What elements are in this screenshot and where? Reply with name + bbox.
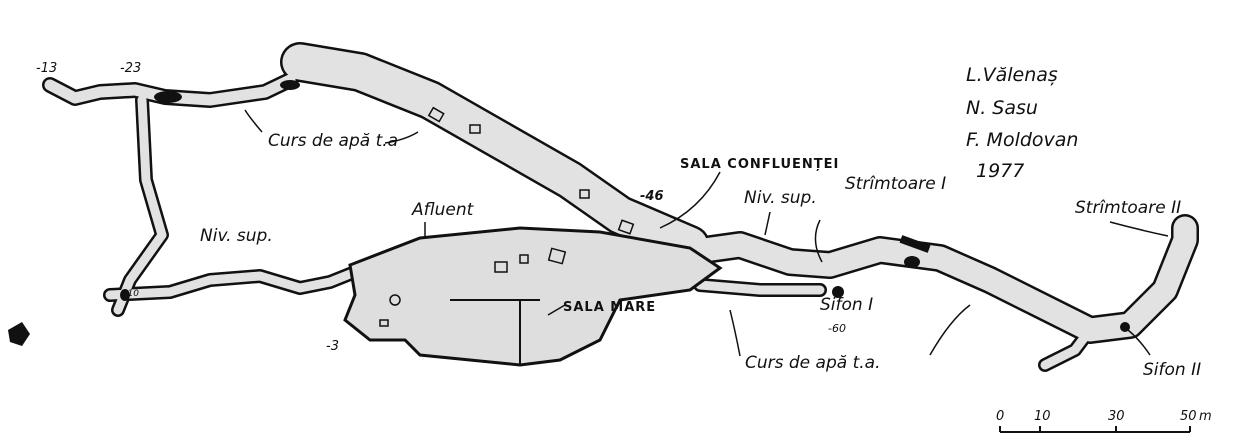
survey-year: 1977: [976, 160, 1025, 182]
scale-bar: [999, 426, 1191, 433]
depth-label: -3: [326, 339, 339, 354]
author-1: L.Vălenaș: [966, 64, 1058, 86]
scale-tick-label: 0: [996, 409, 1005, 424]
depth-label: -13: [36, 61, 58, 76]
label-afluent: Afluent: [412, 200, 474, 220]
label-sifon-2: Sifon II: [1143, 360, 1202, 380]
boulders: [379, 106, 635, 327]
label-sifon-1: Sifon I: [820, 295, 874, 315]
author-3: F. Moldovan: [966, 129, 1079, 151]
scale-tick-label: 30: [1108, 409, 1125, 424]
label-strimtoare-1: Strîmtoare I: [845, 174, 947, 194]
depth-label: -46: [640, 189, 664, 204]
depth-label: -23: [120, 61, 142, 76]
depth-label: +10: [120, 289, 139, 299]
sala-mare-chamber: [343, 226, 723, 367]
depth-label: -60: [828, 322, 846, 335]
label-sala-mare: SALA MARE: [563, 300, 657, 315]
sump-marks: [120, 80, 1130, 332]
label-sala-confluentei: SALA CONFLUENȚEI: [680, 157, 840, 172]
label-curs-upper: Curs de apă t.a: [268, 131, 399, 151]
label-niv-sup-left: Niv. sup.: [200, 226, 273, 246]
author-2: N. Sasu: [966, 97, 1038, 119]
scale-unit: m: [1199, 409, 1212, 424]
pointer-arrows: [244, 109, 1169, 357]
scale-tick-label: 50: [1180, 409, 1197, 424]
entrance-mark: [8, 322, 30, 346]
label-curs-lower: Curs de apă t.a.: [745, 353, 881, 373]
label-strimtoare-2: Strîmtoare II: [1075, 198, 1182, 218]
scale-tick-label: 10: [1034, 409, 1051, 424]
label-niv-sup-right: Niv. sup.: [744, 188, 817, 208]
chamber-divider: [450, 299, 540, 365]
